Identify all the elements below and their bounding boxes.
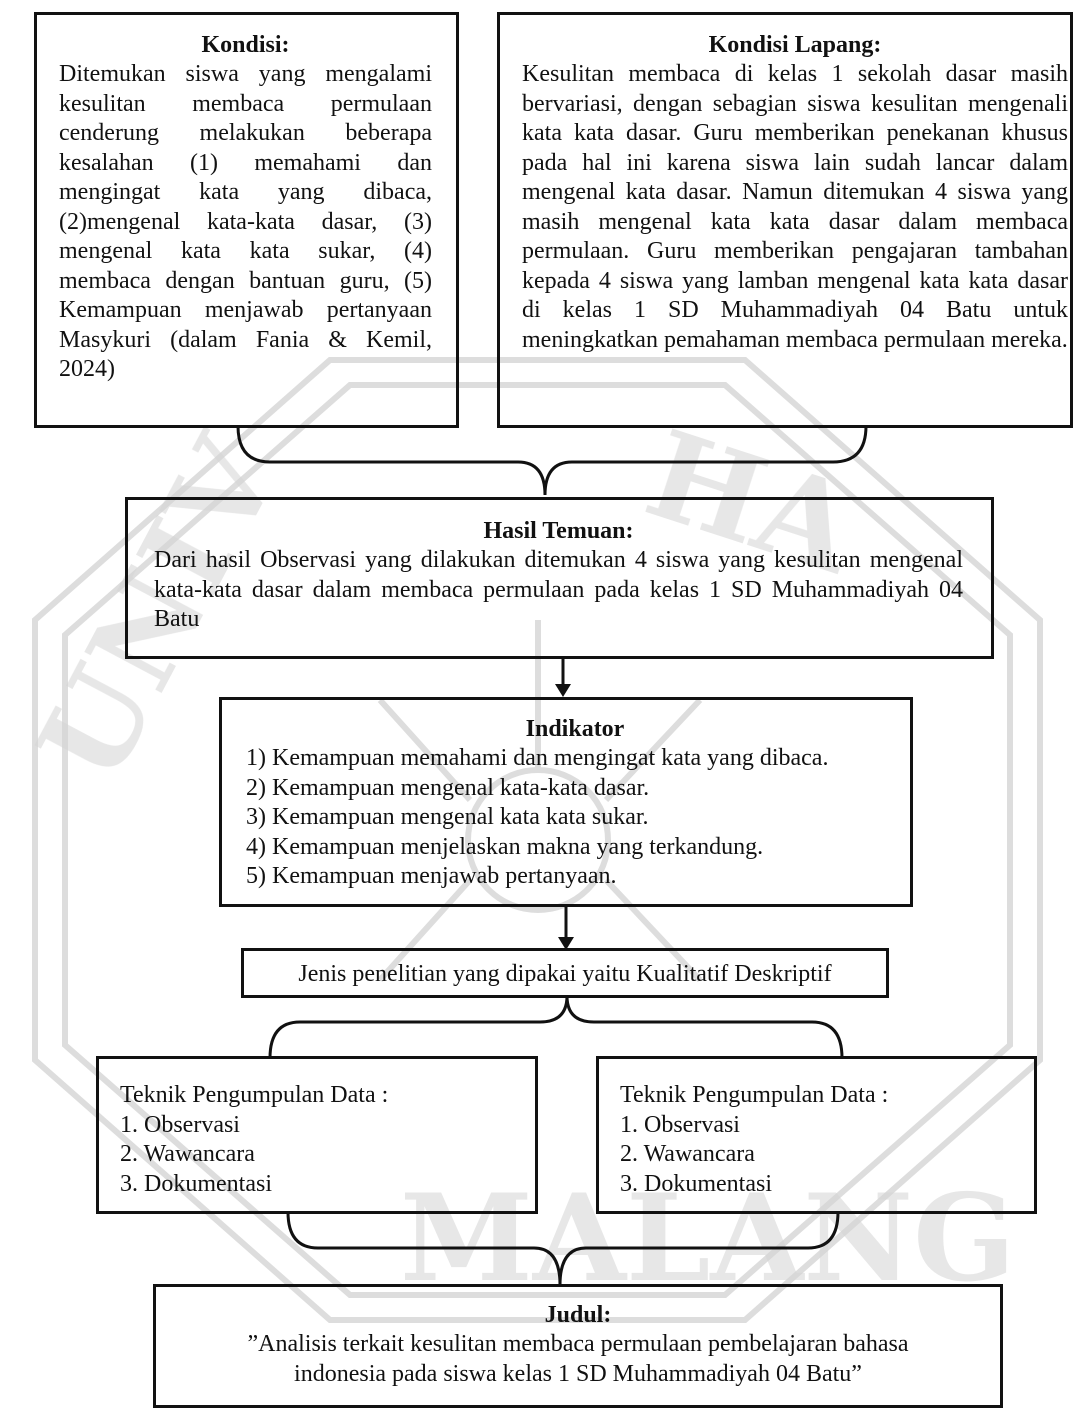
teknik-kanan-box: Teknik Pengumpulan Data : 1. Observasi 2… [596, 1056, 1037, 1214]
indikator-item-2: 2) Kemampuan mengenal kata-kata dasar. [246, 774, 650, 801]
indikator-item-1: 1) Kemampuan memahami dan mengingat kata… [246, 745, 829, 771]
teknik-kiri-item-3: 3. Dokumentasi [120, 1170, 272, 1197]
indikator-item-4: 4) Kemampuan menjelaskan makna yang terk… [246, 833, 764, 860]
teknik-kiri-item-2: 2. Wawancara [120, 1141, 255, 1167]
judul-line-1: ”Analisis terkait kesulitan membaca perm… [247, 1331, 909, 1357]
brace-top [236, 425, 868, 496]
indikator-item-3: 3) Kemampuan mengenal kata kata sukar. [246, 804, 649, 830]
teknik-kanan-title: Teknik Pengumpulan Data : [620, 1082, 889, 1108]
teknik-kiri-title: Teknik Pengumpulan Data : [120, 1082, 389, 1108]
arrowhead-to-jenis [558, 937, 574, 950]
judul-line-2: indonesia pada siswa kelas 1 SD Muhammad… [294, 1360, 862, 1387]
hasil-temuan-box: Hasil Temuan: Dari hasil Observasi yang … [125, 497, 994, 659]
jenis-penelitian-box: Jenis penelitian yang dipakai yaitu Kual… [241, 948, 889, 998]
indikator-item-5: 5) Kemampuan menjawab pertanyaan. [246, 863, 617, 889]
indikator-box: Indikator 1) Kemampuan memahami dan meng… [219, 697, 913, 907]
brace-bottom [286, 1211, 840, 1286]
teknik-kiri-box: Teknik Pengumpulan Data : 1. Observasi 2… [96, 1056, 538, 1214]
kondisi-lapang-body: Kesulitan membaca di kelas 1 sekolah das… [522, 61, 1068, 353]
jenis-penelitian-text: Jenis penelitian yang dipakai yaitu Kual… [298, 961, 832, 987]
kondisi-lapang-box: Kondisi Lapang: Kesulitan membaca di kel… [497, 12, 1073, 428]
judul-title: Judul: [544, 1302, 612, 1328]
kondisi-box: Kondisi: Ditemukan siswa yang mengalami … [34, 12, 459, 428]
hasil-temuan-title: Hasil Temuan: [483, 518, 634, 544]
teknik-kanan-item-1: 1. Observasi [620, 1111, 740, 1138]
hasil-temuan-body: Dari hasil Observasi yang dilakukan dite… [154, 547, 963, 632]
teknik-kanan-item-2: 2. Wawancara [620, 1141, 755, 1167]
kondisi-lapang-title: Kondisi Lapang: [708, 32, 882, 58]
teknik-kiri-item-1: 1. Observasi [120, 1111, 240, 1138]
arrowhead-to-indikator [555, 684, 571, 697]
indikator-title: Indikator [525, 716, 625, 742]
kondisi-body: Ditemukan siswa yang mengalami kesulitan… [59, 61, 432, 382]
kondisi-title: Kondisi: [201, 32, 290, 58]
judul-box: Judul: ”Analisis terkait kesulitan memba… [153, 1284, 1003, 1408]
brace-middle [268, 995, 844, 1059]
teknik-kanan-item-3: 3. Dokumentasi [620, 1170, 772, 1197]
